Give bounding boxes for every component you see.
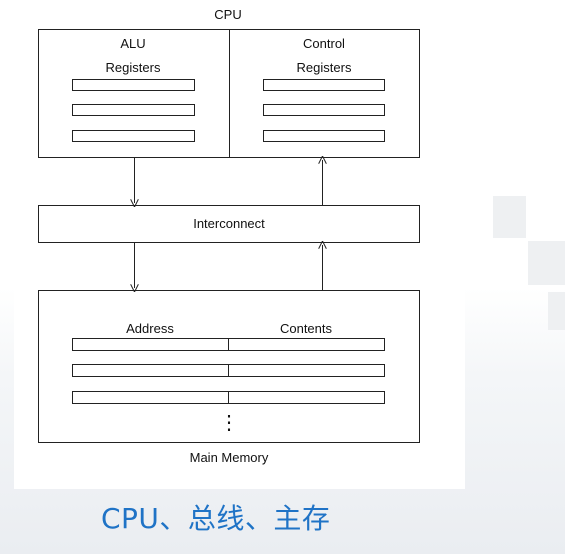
control-label: Control	[303, 36, 345, 51]
control-register	[263, 104, 385, 116]
control-register	[263, 79, 385, 91]
alu-register	[72, 104, 195, 116]
cpu-label: CPU	[214, 7, 241, 22]
control-registers-label: Registers	[297, 60, 352, 75]
address-label: Address	[126, 321, 174, 336]
alu-register	[72, 130, 195, 142]
alu-registers-label: Registers	[106, 60, 161, 75]
background-decor-tile	[493, 196, 526, 238]
slide-caption: CPU、总线、主存	[101, 502, 331, 535]
interconnect-box	[38, 205, 420, 243]
main-memory-box	[38, 290, 420, 443]
background-decor-tile	[548, 292, 565, 330]
memory-ellipsis: ⋮	[219, 412, 239, 434]
control-register	[263, 130, 385, 142]
main-memory-label: Main Memory	[190, 450, 269, 465]
background-decor-tile	[528, 241, 565, 285]
interconnect-label: Interconnect	[193, 216, 265, 231]
alu-label: ALU	[120, 36, 145, 51]
contents-label: Contents	[280, 321, 333, 336]
architecture-diagram: CPU ALU Registers Control Registers Inte…	[38, 7, 420, 465]
alu-register	[72, 79, 195, 91]
